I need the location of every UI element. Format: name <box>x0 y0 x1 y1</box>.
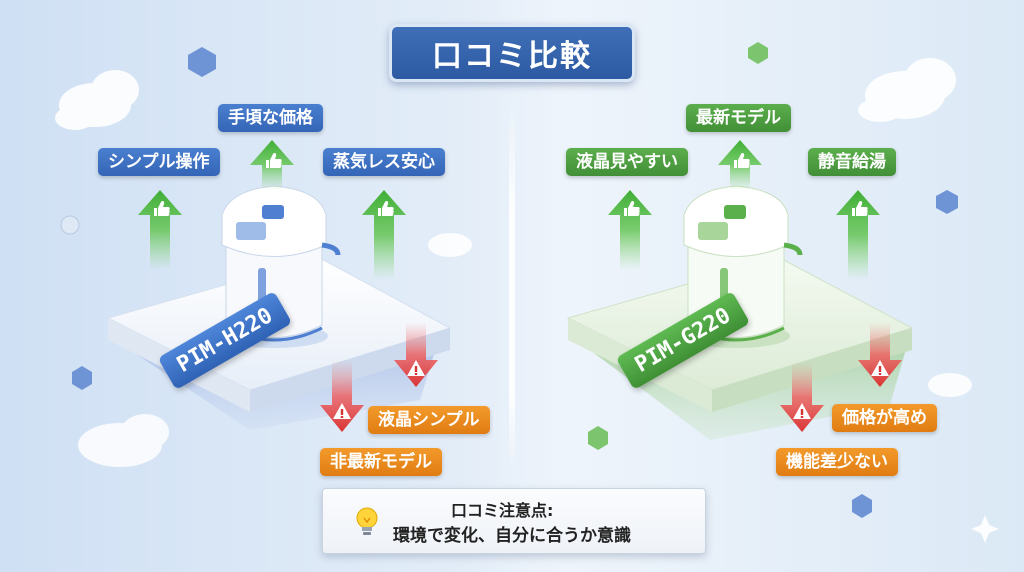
note-body: 環境で変化、自分に合うか意識 <box>393 526 631 546</box>
cube-icon <box>188 47 216 77</box>
pro-tag: 液晶見やすい <box>566 148 688 176</box>
note-panel: 口コミ注意点: 環境で変化、自分に合うか意識 <box>322 488 706 554</box>
thumbs-up-arrow <box>836 190 880 280</box>
light-bulb-icon <box>356 507 378 535</box>
center-divider <box>509 100 515 470</box>
note-title: 口コミ注意点: <box>451 501 554 520</box>
con-tag: 機能差少ない <box>776 448 898 476</box>
con-tag: 液晶シンプル <box>368 406 490 434</box>
thumbs-up-arrow <box>138 190 182 270</box>
cloud-icon <box>78 414 169 467</box>
page-title: 口コミ比較 <box>389 24 635 82</box>
warning-down-arrow <box>858 322 902 387</box>
cube-icon <box>748 42 768 64</box>
sparkle-icon <box>971 515 999 543</box>
thumbs-up-arrow <box>718 140 762 190</box>
cloud-icon <box>858 58 956 122</box>
con-tag: 非最新モデル <box>320 448 442 476</box>
pro-tag: シンプル操作 <box>98 148 220 176</box>
cube-icon <box>852 494 872 518</box>
pro-tag: 蒸気レス安心 <box>323 148 445 176</box>
thumbs-up-arrow <box>250 140 294 190</box>
cube-icon <box>72 366 92 390</box>
cube-icon <box>588 426 608 450</box>
cloud-icon <box>55 70 139 130</box>
sphere-icon <box>60 215 80 235</box>
con-tag: 価格が高め <box>832 404 937 432</box>
cloud-icon <box>928 373 972 397</box>
pro-tag: 静音給湯 <box>808 148 896 176</box>
thumbs-up-arrow <box>362 190 406 280</box>
cube-icon <box>936 190 958 214</box>
warning-down-arrow <box>320 360 364 432</box>
warning-down-arrow <box>780 362 824 432</box>
cloud-icon <box>428 233 472 257</box>
pro-tag: 手頃な価格 <box>218 104 323 132</box>
pro-tag: 最新モデル <box>686 104 791 132</box>
thumbs-up-arrow <box>608 190 652 270</box>
warning-down-arrow <box>394 322 438 387</box>
